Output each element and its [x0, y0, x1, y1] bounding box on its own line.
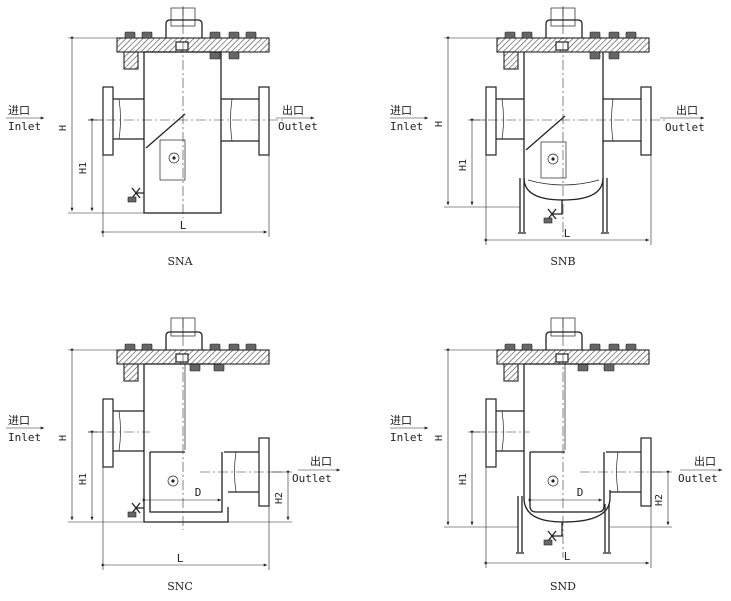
outlet-cn-label: 出口 [676, 103, 698, 117]
dim-h2-label: H2 [654, 494, 665, 506]
inlet-cn-label: 进口 [8, 414, 30, 427]
outlet-cn-label: 出口 [282, 103, 304, 117]
drawing-sna: H H1 L 进口 Inlet 出口 Outlet SNA [6, 6, 318, 268]
dim-h2-label: H2 [274, 492, 285, 504]
caption-snb: SNB [550, 255, 575, 268]
dim-h-label: H [434, 121, 445, 127]
dim-d-label: D [195, 486, 202, 499]
caption-snd: SND [550, 580, 576, 593]
dim-h1-label: H1 [78, 162, 89, 174]
inlet-label: Inlet [8, 431, 41, 444]
dim-h-label: H [58, 435, 69, 441]
outlet-label: Outlet [292, 472, 332, 485]
inlet-label: Inlet [390, 120, 423, 133]
caption-sna: SNA [167, 255, 193, 268]
inlet-cn-label: 进口 [390, 414, 412, 427]
dim-h1-label: H1 [458, 473, 469, 485]
outlet-label: Outlet [278, 120, 318, 133]
outlet-label: Outlet [678, 472, 718, 485]
dim-l-label: L [564, 550, 571, 563]
inlet-cn-label: 进口 [390, 104, 412, 117]
dim-d-label: D [577, 486, 584, 499]
outlet-cn-label: 出口 [310, 454, 332, 468]
inlet-cn-label: 进口 [8, 104, 30, 117]
dim-h1-label: H1 [78, 473, 89, 485]
dim-l-label: L [177, 552, 184, 565]
dim-l-label: L [180, 219, 187, 232]
dim-h-label: H [434, 435, 445, 441]
dim-h1-label: H1 [458, 159, 469, 171]
bolt-row [124, 31, 257, 60]
dim-l-label: L [564, 227, 571, 240]
outlet-cn-label: 出口 [694, 454, 716, 468]
dim-h-label: H [58, 125, 69, 131]
caption-snc: SNC [167, 580, 193, 593]
inlet-label: Inlet [390, 431, 423, 444]
inlet-label: Inlet [8, 120, 41, 133]
outlet-label: Outlet [665, 121, 705, 134]
drawing-snc: D H H1 H2 L 进口 Inlet 出口 Outlet SNC [6, 317, 341, 593]
drawing-snb: H H1 L 进口 Inlet 出口 Outlet SNB [390, 6, 705, 268]
drawing-snd: D H H1 H2 L 进口 Inlet 出口 Outlet SND [390, 317, 723, 593]
